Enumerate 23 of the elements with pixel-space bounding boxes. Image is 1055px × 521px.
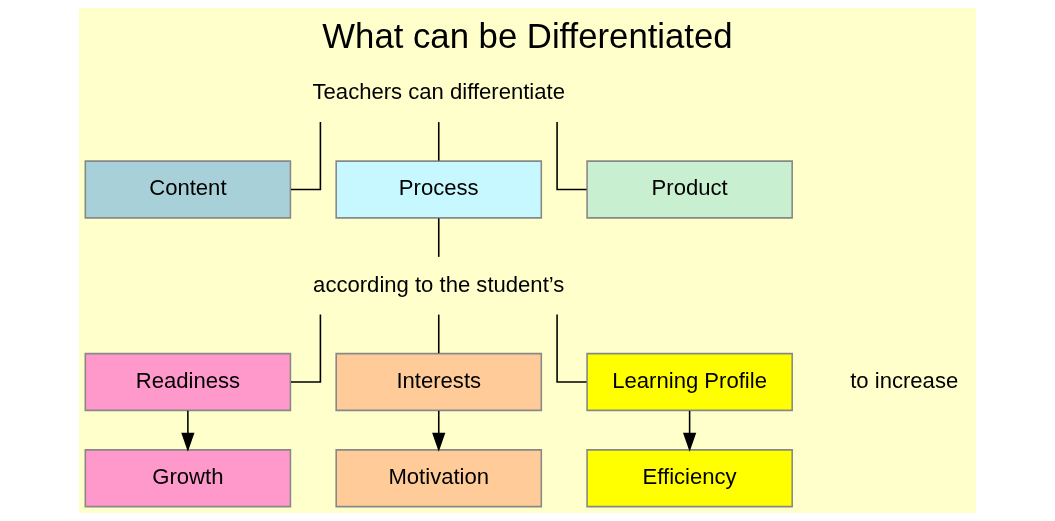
node-box: Efficiency (586, 449, 793, 508)
node-text: Teachers can differentiate (312, 79, 565, 105)
connector (437, 217, 440, 258)
node-box: Interests (335, 352, 543, 412)
node-box: Learning Profile (586, 352, 793, 412)
diagram-title: What can be Differentiated (322, 17, 733, 56)
arrow (181, 410, 195, 452)
connector (290, 121, 322, 191)
node-box: Growth (84, 449, 292, 508)
node-box: Process (335, 160, 543, 219)
node-text: according to the student’s (313, 271, 565, 297)
connector (556, 313, 588, 383)
connector (290, 313, 322, 383)
node-box: Product (586, 160, 793, 219)
node-box: Motivation (335, 449, 543, 508)
connector (437, 313, 440, 354)
arrow (432, 410, 446, 452)
connector (437, 121, 440, 162)
arrow (683, 410, 697, 452)
connector (556, 121, 588, 191)
node-box: Content (84, 160, 292, 219)
label: to increase (850, 367, 959, 393)
node-box: Readiness (84, 352, 292, 412)
